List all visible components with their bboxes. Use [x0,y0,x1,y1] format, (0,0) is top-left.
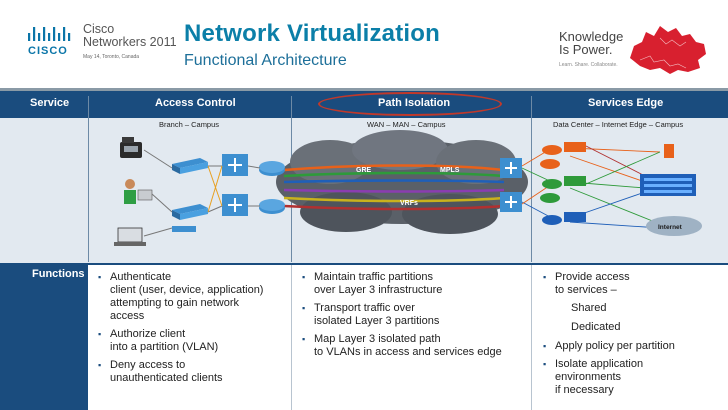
function-item-line: Map Layer 3 isolated path [314,333,441,345]
function-item: Apply policy per partition [541,340,721,353]
canada-map-icon [630,26,706,74]
function-item-line: attempting to gain network [110,297,240,309]
function-item: Dedicated [541,321,721,334]
band-separator [531,96,532,262]
highlight-ellipse [318,92,502,116]
function-item-line: over Layer 3 infrastructure [314,284,443,296]
header-rule [0,88,728,91]
function-item-line: Transport traffic over [314,302,415,314]
function-item-line: into a partition (VLAN) [110,341,219,353]
cloud-label-gre: GRE [356,167,372,174]
function-item-line: isolated Layer 3 partitions [314,315,440,327]
function-item-line: if necessary [555,384,614,396]
tagline-line-2: Is Power. [559,42,613,57]
event-brand-line-1: Cisco [83,22,115,36]
svg-text:CISCO: CISCO [28,45,68,57]
zone-label-wan-man-campus: WAN – MAN – Campus [367,120,446,129]
event-date: May 14, Toronto, Canada [83,54,140,60]
access-switch-icon [172,158,208,174]
section-label-services-edge: Services Edge [588,97,664,109]
access-links [143,149,261,237]
function-item-line: to services – [555,284,617,296]
network-diagram: GRE MPLS VRFs [114,130,702,246]
functions-label-column [0,265,88,410]
access-switch-icon [172,204,208,220]
service-router-icon [542,176,586,189]
cisco-logo-icon: CISCO [28,27,71,57]
function-item-line: access [110,310,145,322]
service-router-icon [540,159,560,169]
page-title: Network Virtualization [184,20,441,47]
function-item-line: Shared [571,302,607,314]
function-item-line: Isolate application [555,358,644,370]
function-item-line: Apply policy per partition [555,340,675,352]
tagline: Knowledge Is Power. Learn. Share. Collab… [559,30,623,72]
function-item-line: Deny access to [110,359,186,371]
server-icon [664,144,674,158]
service-router-icon [540,193,560,203]
section-label-access-control: Access Control [155,97,236,109]
internet-label: Internet [658,224,683,231]
core-switch-icon [500,192,522,212]
functions-separator [291,265,292,410]
internet-cloud-icon: Internet [646,216,702,236]
core-switch-icon [500,158,522,178]
access-point-icon [172,226,196,232]
cloud-label-mpls: MPLS [440,167,460,174]
isolated-paths [283,164,505,211]
distribution-switch-icon [222,194,248,216]
function-item-line: Authorize client [110,328,186,340]
cloud-label-vrfs: VRFs [400,200,418,207]
service-links [521,145,661,229]
edge-router-icon [259,161,285,176]
zone-label-datacenter-internet: Data Center – Internet Edge – Campus [553,120,684,129]
functions-row-label: Functions [32,268,85,280]
user-icon [124,179,153,204]
distribution-switch-icon [222,154,248,176]
data-center-icon [640,174,696,196]
function-item-line: Authenticate [110,271,172,283]
function-item-line: to VLANs in access and services edge [314,346,502,358]
tagline-line-1: Knowledge [559,29,624,44]
zone-label-branch-campus: Branch – Campus [159,120,220,129]
phone-icon [120,137,142,158]
function-item: Shared [541,302,721,315]
functions-rule [0,263,728,265]
event-brand: Cisco Networkers 2011 May 14, Toronto, C… [83,23,177,64]
service-row-label: Service [30,97,70,109]
edge-router-icon [259,199,285,214]
band-separator [88,96,89,262]
function-item-line: Provide access [555,271,630,283]
page-subtitle: Functional Architecture [184,52,347,69]
service-router-icon [542,142,586,155]
function-item-line: environments [555,371,622,383]
tagline-small: Learn. Share. Collaborate. [559,62,618,68]
function-item-line: client (user, device, application) [110,284,264,296]
functions-separator [531,265,532,410]
function-item-line: Maintain traffic partitions [314,271,434,283]
service-router-icon [542,212,586,225]
laptop-icon [114,227,146,246]
function-item-line: Dedicated [571,321,621,333]
function-item-line: unauthenticated clients [110,372,223,384]
event-brand-line-2: Networkers 2011 [83,35,177,49]
